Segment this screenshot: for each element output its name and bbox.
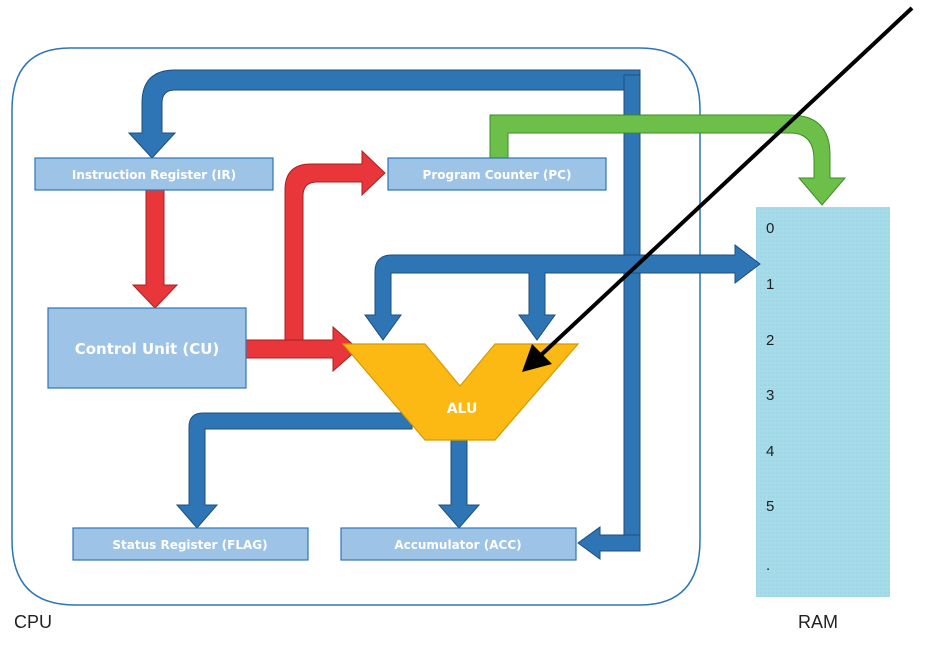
ram-block xyxy=(756,207,890,597)
bus-to-acc-arrow xyxy=(577,526,641,560)
ram-cells: 0 1 2 3 4 5 . xyxy=(766,220,774,574)
control-unit-label: Control Unit (CU) xyxy=(75,340,220,358)
ram-to-alu-bus xyxy=(364,243,761,341)
alu-to-acc-arrow xyxy=(437,439,481,529)
ram-cell: 1 xyxy=(766,276,774,293)
control-unit xyxy=(47,307,247,389)
program-counter-label: Program Counter (PC) xyxy=(423,168,572,182)
cu-to-alu-arrow xyxy=(244,325,359,373)
accumulator-label: Accumulator (ACC) xyxy=(394,538,521,552)
accumulator xyxy=(340,527,577,561)
cpu-boundary xyxy=(11,47,701,606)
ram-cell: 3 xyxy=(766,387,774,404)
pointer-arrow-line xyxy=(538,6,914,358)
status-register xyxy=(72,527,309,561)
alu-label: ALU xyxy=(447,401,478,417)
instruction-register xyxy=(34,157,274,191)
instruction-register-label: Instruction Register (IR) xyxy=(72,168,236,182)
alu-shape xyxy=(341,343,580,441)
alu-to-flag-arrow xyxy=(175,412,413,529)
ir-to-cu-arrow xyxy=(131,189,179,309)
cu-to-pc-arrow xyxy=(244,149,386,359)
ram-cell: 5 xyxy=(766,498,774,515)
cpu-caption: CPU xyxy=(14,612,52,632)
pc-to-ram-arrow xyxy=(489,114,847,206)
bus-to-ir-arrow xyxy=(127,69,641,159)
program-counter xyxy=(387,157,607,191)
pointer-arrow-head xyxy=(522,344,552,372)
ram-caption: RAM xyxy=(798,612,838,632)
ram-cell: 0 xyxy=(766,220,774,237)
ram-cell: . xyxy=(766,557,770,574)
status-register-label: Status Register (FLAG) xyxy=(112,538,267,552)
ram-cell: 2 xyxy=(766,332,774,349)
ram-cell: 4 xyxy=(766,443,774,460)
vertical-bus xyxy=(623,74,641,546)
